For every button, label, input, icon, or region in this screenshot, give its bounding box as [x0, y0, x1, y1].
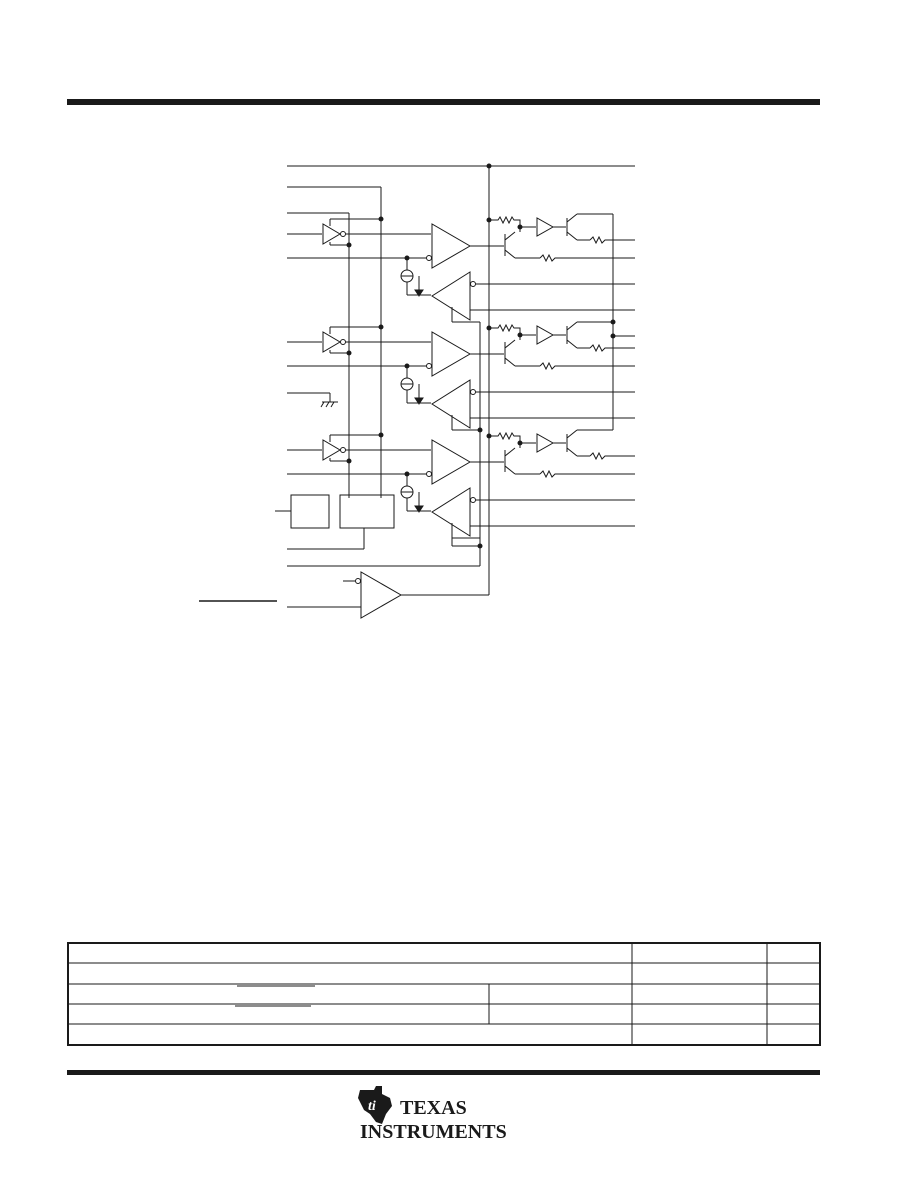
ti-state-icon: ti — [358, 1086, 392, 1124]
block-diagram — [199, 163, 635, 619]
channel-2 — [287, 321, 635, 431]
footer-rule — [67, 1070, 820, 1075]
channel-1 — [287, 213, 635, 323]
brand-line-1: TEXAS — [400, 1097, 467, 1119]
header-rule — [67, 99, 820, 105]
brand-line-2: INSTRUMENTS — [360, 1121, 507, 1142]
channel-3 — [287, 429, 635, 539]
spec-table — [67, 942, 821, 1046]
svg-text:ti: ti — [368, 1099, 376, 1114]
ti-logo: ti TEXAS INSTRUMENTS — [358, 1086, 507, 1142]
